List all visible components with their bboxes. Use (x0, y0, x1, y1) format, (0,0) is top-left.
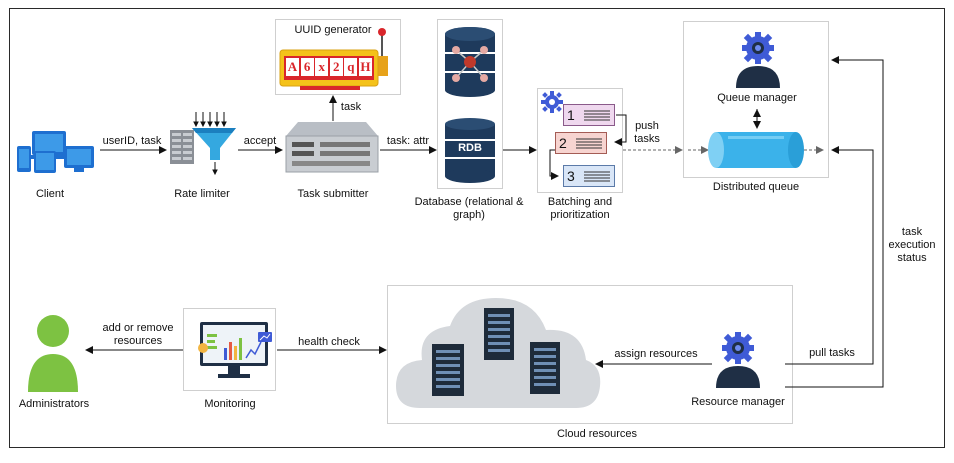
batch-item-3: 3 (563, 165, 615, 187)
batch-lines-1 (584, 110, 610, 121)
batching-label: Batching and prioritization (547, 196, 613, 221)
uuid-char-4: 2 (329, 58, 343, 76)
edge-label-task-attr: task: attr (386, 135, 430, 147)
uuid-char-5: q (344, 58, 358, 76)
graph-database-icon (445, 27, 495, 97)
relational-database-icon (445, 118, 495, 183)
edge-label-pull-tasks: pull tasks (809, 347, 855, 359)
queue-manager-label: Queue manager (717, 92, 797, 104)
batch-number-1: 1 (567, 107, 575, 123)
edge-batch-1-2 (614, 114, 627, 146)
uuid-char-6: H (358, 58, 372, 76)
monitoring-label: Monitoring (204, 398, 256, 410)
edge-label-accept: accept (243, 135, 277, 147)
edge-label-push-tasks: push tasks (634, 120, 660, 145)
edge-label-add-remove-resources: add or remove resources (102, 322, 174, 347)
edge-pull-tasks (785, 146, 874, 365)
uuid-char-3: x (315, 58, 329, 76)
client-devices-icon (17, 131, 94, 173)
cloud-servers-icon (396, 298, 601, 408)
batch-number-3: 3 (567, 168, 575, 184)
resource-manager-label: Resource manager (691, 396, 785, 408)
batch-item-1: 1 (563, 104, 615, 126)
uuid-char-1: A (286, 58, 299, 76)
rdb-text: RDB (458, 142, 482, 154)
queue-manager-icon (736, 32, 780, 88)
diagram-frame (9, 8, 945, 448)
edge-label-userid-task: userID, task (102, 135, 162, 147)
rate-limiter-funnel-icon (170, 112, 236, 176)
uuid-generator-label: UUID generator (294, 24, 372, 36)
rate-limiter-label: Rate limiter (174, 188, 230, 200)
monitoring-dashboard-icon (198, 322, 272, 378)
batch-number-2: 2 (559, 135, 567, 151)
distributed-queue-cylinder-icon (708, 132, 804, 168)
uuid-sample-chars: A 6 x 2 q H (286, 58, 372, 76)
edge-label-health-check: health check (298, 336, 360, 348)
edge-batch-2-3 (549, 149, 559, 180)
batch-item-2: 2 (555, 132, 607, 154)
task-submitter-server-icon (285, 122, 379, 173)
edge-status (785, 56, 884, 388)
administrators-label: Administrators (18, 398, 90, 410)
batch-lines-3 (584, 171, 610, 182)
batch-lines-2 (576, 138, 602, 149)
database-label: Database (relational & graph) (414, 196, 524, 221)
resource-manager-icon (716, 332, 760, 388)
edge-label-task-execution-status: task execution status (888, 226, 936, 264)
task-submitter-label: Task submitter (297, 188, 369, 200)
batching-gear-icon (541, 91, 563, 113)
edge-label-task: task (340, 101, 362, 113)
client-label: Client (35, 188, 65, 200)
cloud-resources-label: Cloud resources (556, 428, 638, 440)
edge-label-assign-resources: assign resources (614, 348, 698, 360)
administrator-person-icon (28, 315, 78, 392)
uuid-char-2: 6 (300, 58, 314, 76)
distributed-queue-label: Distributed queue (712, 181, 800, 193)
